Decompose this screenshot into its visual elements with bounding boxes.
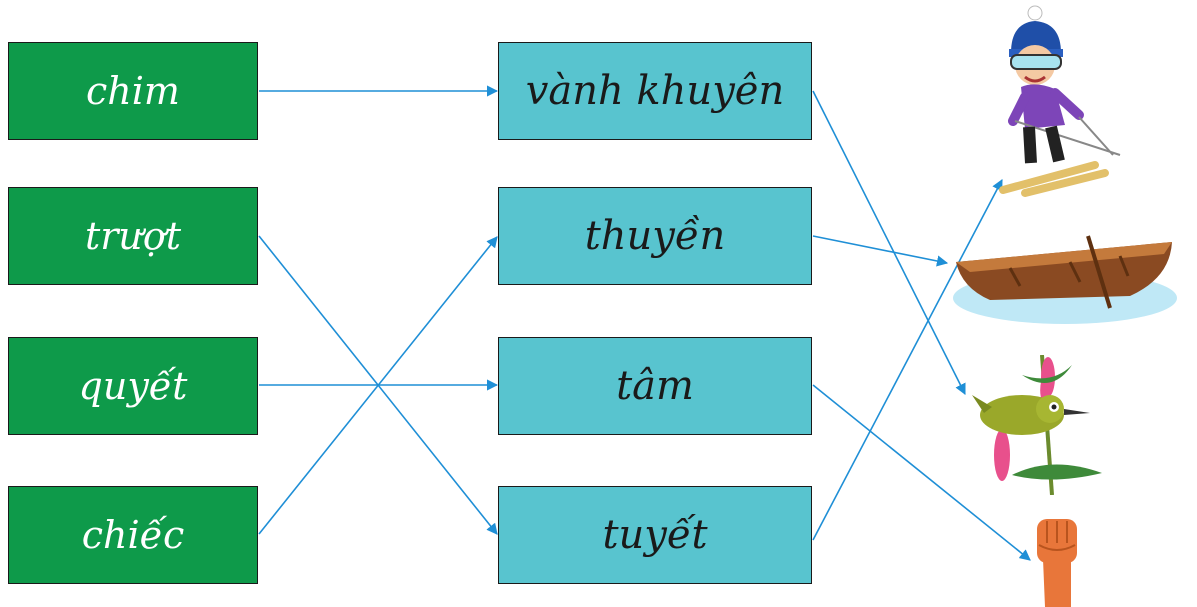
middle-word-label: vành khuyên	[525, 68, 785, 114]
left-word-label: trượt	[84, 214, 182, 258]
line-tuyet-skier	[812, 179, 1003, 541]
left-word-truot[interactable]: trượt	[8, 187, 258, 285]
middle-word-label: thuyền	[584, 213, 726, 259]
middle-word-label: tuyết	[602, 512, 708, 558]
left-word-label: quyết	[78, 364, 188, 408]
rowboat-icon[interactable]	[950, 228, 1180, 328]
middle-word-tuyet[interactable]: tuyết	[498, 486, 812, 584]
line-tam-fist	[812, 384, 1031, 561]
left-word-label: chiếc	[81, 513, 185, 557]
line-vanh-khuyen-bird	[812, 90, 966, 396]
middle-word-tam[interactable]: tâm	[498, 337, 812, 435]
middle-word-thuyen[interactable]: thuyền	[498, 187, 812, 285]
middle-word-label: tâm	[616, 363, 694, 409]
skier-icon[interactable]	[995, 5, 1125, 200]
left-word-quyet[interactable]: quyết	[8, 337, 258, 435]
left-word-chim[interactable]: chim	[8, 42, 258, 140]
left-word-chiec[interactable]: chiếc	[8, 486, 258, 584]
fist-icon[interactable]	[1033, 515, 1081, 607]
line-thuyen-boat	[812, 235, 949, 267]
middle-word-vanh-khuyen[interactable]: vành khuyên	[498, 42, 812, 140]
left-word-label: chim	[86, 69, 180, 113]
bird-icon[interactable]	[972, 355, 1107, 495]
line-chiec-thuyen	[258, 236, 498, 535]
